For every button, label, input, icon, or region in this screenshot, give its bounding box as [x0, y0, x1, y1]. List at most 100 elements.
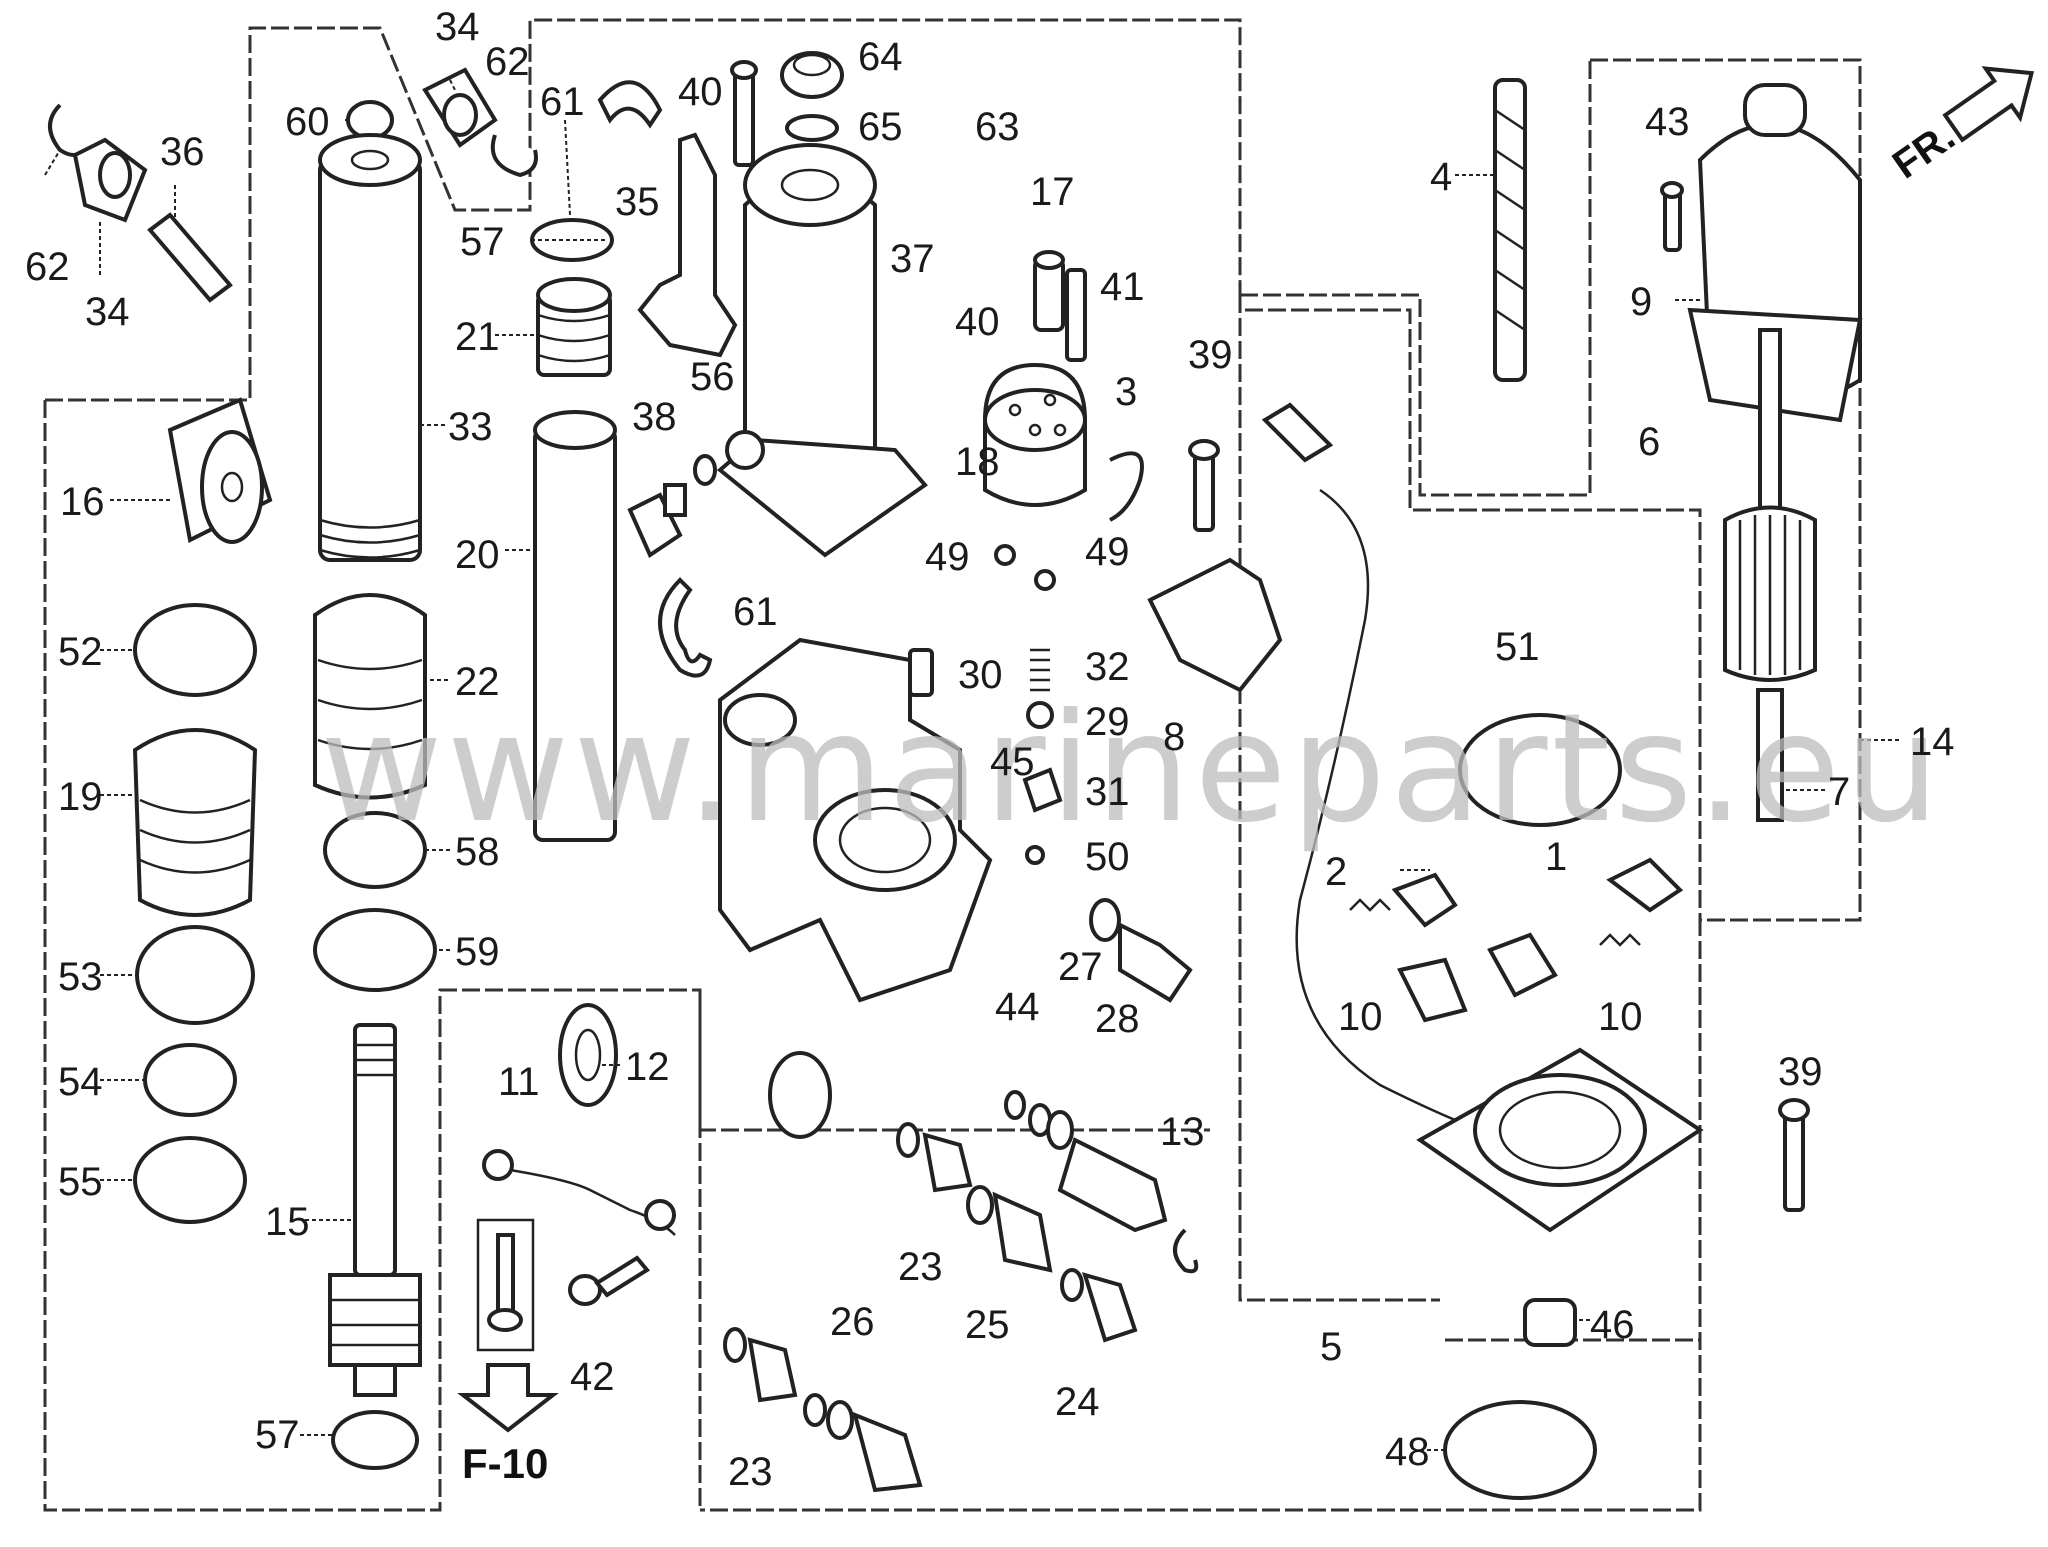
part-12-seal [558, 1003, 618, 1107]
callout: 4 [1430, 155, 1452, 199]
callout: 13 [1160, 1110, 1205, 1154]
part-61-clamp [597, 80, 663, 129]
callout: 40 [678, 70, 723, 114]
part-34-bushing-top [422, 67, 498, 148]
part-25-plug [966, 1185, 1053, 1273]
callout: 49 [1085, 530, 1130, 574]
part-7-armature [1723, 328, 1817, 822]
part-1-brush [1487, 932, 1558, 998]
callout: 41 [1100, 265, 1145, 309]
callout: 30 [958, 653, 1003, 697]
callout: 3 [1115, 370, 1137, 414]
part-23-plug [896, 1122, 973, 1193]
callout: 61 [540, 80, 585, 124]
callout: 58 [455, 830, 500, 874]
part-39-screw-right [1778, 1098, 1810, 1212]
part-38-plug [627, 483, 687, 558]
front-arrow-icon [1942, 66, 2035, 143]
part-39-screw [1188, 439, 1220, 532]
callout: 20 [455, 533, 500, 577]
callout: 8 [1163, 715, 1185, 759]
callout: 12 [625, 1045, 670, 1089]
callout: 56 [690, 355, 735, 399]
callout: 53 [58, 955, 103, 999]
callout: 17 [1030, 170, 1075, 214]
callout: 2 [1325, 850, 1347, 894]
callout: 48 [1385, 1430, 1430, 1474]
part-62-clip-top [490, 134, 538, 178]
callout: 22 [455, 660, 500, 704]
part-35-bracket [637, 132, 738, 358]
part-28-plug [1089, 898, 1193, 1003]
callout: 35 [615, 180, 660, 224]
part-53-oring [135, 925, 255, 1025]
callout: 54 [58, 1060, 103, 1104]
part-62-clip [48, 103, 87, 157]
callout: 61 [733, 590, 778, 634]
part-57-oring [530, 218, 614, 262]
callout: 65 [858, 105, 903, 149]
part-15-piston-rod [328, 1023, 422, 1397]
part-52-oring [133, 603, 257, 697]
callout: 24 [1055, 1380, 1100, 1424]
callout: 45 [990, 740, 1035, 784]
part-44-oring [1004, 1090, 1026, 1120]
part-54-oring [143, 1043, 237, 1117]
part-59-oring [313, 908, 437, 992]
part-17-bolt [1033, 250, 1065, 332]
part-base-plate [1416, 1047, 1704, 1233]
callout: 10 [1338, 995, 1383, 1039]
callout: 19 [58, 775, 103, 819]
part-56-washer [693, 454, 717, 486]
part-4-shaft [1493, 78, 1527, 382]
callout: 63 [975, 105, 1020, 149]
callout: 43 [1645, 100, 1690, 144]
part-64-cap [780, 51, 844, 99]
front-direction-marker: FR. [1885, 66, 2035, 187]
part-22-piston [313, 593, 427, 800]
part-21-piston [536, 277, 612, 377]
part-61-clamp-low [658, 577, 713, 678]
callout: 39 [1188, 333, 1233, 377]
part-33-cylinder [318, 133, 422, 562]
part-11-ground-cable [482, 1149, 676, 1236]
part-36-valve-pin [147, 212, 233, 303]
part-32-spring [1030, 648, 1050, 692]
part-50-ball [1025, 845, 1045, 865]
part-57-oring-bottom [331, 1410, 419, 1470]
callout: 10 [1598, 995, 1643, 1039]
part-48-oring [1443, 1400, 1597, 1500]
callout: 55 [58, 1160, 103, 1204]
callout: 15 [265, 1200, 310, 1244]
callout: 40 [955, 300, 1000, 344]
part-18-valve-body [983, 362, 1087, 507]
callout: 57 [460, 220, 505, 264]
part-34-bushing [72, 137, 148, 223]
part-27-valve [1028, 1103, 1168, 1233]
part-bracket-right [1606, 857, 1684, 913]
reference-f10: F-10 [462, 1440, 548, 1487]
part-51-oring [1458, 713, 1622, 827]
callout: 51 [1495, 625, 1540, 669]
part-10-spring-left [1349, 898, 1391, 912]
part-10-spring-right [1599, 933, 1641, 947]
part-65-oring [785, 114, 839, 142]
callout: 37 [890, 237, 935, 281]
part-2-brush-holder [1391, 872, 1468, 1023]
callout: 28 [1095, 997, 1140, 1041]
callout: 6 [1638, 420, 1660, 464]
callout: 21 [455, 315, 500, 359]
part-40-bolt [730, 60, 758, 167]
assembly-frames [43, 18, 1862, 1512]
callout: 42 [570, 1355, 615, 1399]
callout: 32 [1085, 645, 1130, 689]
watermark: www.marineparts.eu [320, 682, 1944, 856]
callout: 34 [85, 290, 130, 334]
callout: 50 [1085, 835, 1130, 879]
callout: 52 [58, 630, 103, 674]
callout: 23 [728, 1450, 773, 1494]
callout: 14 [1910, 720, 1955, 764]
callout: 36 [160, 130, 205, 174]
part-29-valve [1026, 701, 1054, 729]
